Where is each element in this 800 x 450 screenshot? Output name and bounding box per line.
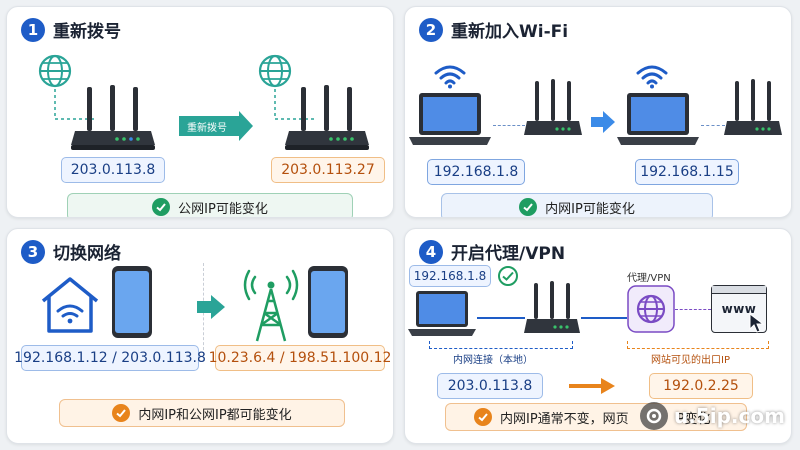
panel-title-row: 4 开启代理/VPN — [419, 239, 565, 264]
local-conn-label: 内网连接（本地） — [453, 355, 533, 366]
router-icon — [524, 79, 582, 135]
connection-line — [581, 317, 627, 319]
result-badge: 内网IP和公网IP都可能变化 — [59, 399, 345, 427]
panel-rejoin-wifi: 2 重新加入Wi-Fi — [404, 6, 792, 218]
step-number: 1 — [21, 17, 45, 42]
result-text-left: 内网IP通常不变，网页 — [500, 411, 629, 427]
laptop-icon — [617, 93, 699, 145]
step-number: 2 — [419, 17, 443, 42]
ip-after: 10.23.6.4 / 198.51.100.12 — [209, 345, 391, 371]
panel-title: 重新加入Wi-Fi — [451, 22, 569, 42]
connection-dash — [701, 125, 725, 126]
arrow-right-icon — [569, 378, 615, 394]
connection-line — [477, 317, 525, 319]
local-ip: 192.168.1.8 — [409, 265, 491, 287]
panel-title-row: 1 重新拨号 — [21, 17, 121, 42]
result-text: 内网IP和公网IP都可能变化 — [138, 407, 292, 423]
watermark-text: u.5ip.com — [674, 404, 785, 428]
check-icon — [112, 404, 131, 422]
panel-redial: 1 重新拨号 重新拨号 — [6, 6, 394, 218]
connection-dash — [675, 309, 711, 310]
router-icon — [285, 85, 369, 150]
panel-title-row: 2 重新加入Wi-Fi — [419, 17, 568, 42]
ip-after: 192.168.1.15 — [635, 159, 739, 185]
phone-icon — [112, 266, 152, 338]
redial-arrow-label: 重新拨号 — [179, 116, 239, 136]
ip-before: 203.0.113.8 — [61, 157, 165, 183]
step-number: 4 — [419, 239, 443, 264]
arrow-right-icon — [197, 295, 225, 319]
exit-ip-label: 网站可见的出口IP — [651, 355, 730, 366]
panel-switch-network: 3 切换网络 192.168.1.12 / 203.0.113.8 10.23.… — [6, 228, 394, 444]
connection-dash — [54, 89, 97, 120]
ip-before: 192.168.1.8 — [427, 159, 525, 185]
globe-icon — [258, 54, 292, 88]
panel-title-row: 3 切换网络 — [21, 239, 121, 264]
panel-title: 切换网络 — [53, 244, 121, 264]
result-badge: 内网IP通常不变，网页 P变化 — [445, 403, 747, 431]
check-icon — [519, 198, 538, 216]
result-badge: 内网IP可能变化 — [441, 193, 713, 217]
wifi-icon — [434, 65, 466, 89]
connection-dash — [493, 125, 525, 126]
result-text-right: P变化 — [676, 411, 711, 427]
check-icon — [474, 408, 492, 426]
watermark-logo-icon — [640, 402, 668, 430]
exit-bracket — [627, 341, 769, 349]
check-circle-icon — [498, 266, 518, 286]
cell-tower-icon — [243, 269, 299, 342]
panel-proxy-vpn: 4 开启代理/VPN 192.168.1.8 代理/VPN www — [404, 228, 792, 444]
laptop-icon — [409, 93, 491, 145]
router-icon — [71, 85, 155, 150]
router-icon — [724, 79, 782, 135]
connection-dash — [274, 89, 317, 120]
www-text: www — [721, 302, 757, 316]
result-badge: 公网IP可能变化 — [67, 193, 353, 217]
result-text: 内网IP可能变化 — [545, 201, 635, 217]
result-text: 公网IP可能变化 — [178, 201, 268, 217]
router-icon — [524, 281, 580, 333]
proxy-globe-icon — [627, 285, 675, 333]
check-icon — [152, 198, 171, 216]
panel-title: 开启代理/VPN — [451, 244, 566, 264]
ip-after: 203.0.113.27 — [271, 157, 385, 183]
step-number: 3 — [21, 239, 45, 264]
watermark: u.5ip.com — [640, 402, 785, 430]
wifi-icon — [636, 65, 668, 89]
arrow-right-icon — [591, 111, 615, 133]
phone-icon — [308, 266, 348, 338]
panel-title: 重新拨号 — [53, 22, 121, 42]
local-bracket — [429, 341, 573, 349]
home-wifi-icon — [41, 277, 99, 333]
arrow-right-icon — [239, 111, 253, 141]
proxy-label: 代理/VPN — [627, 273, 671, 284]
ip-after: 192.0.2.25 — [649, 373, 753, 399]
cursor-icon — [749, 313, 765, 333]
ip-before: 203.0.113.8 — [437, 373, 543, 399]
laptop-icon — [408, 291, 476, 336]
ip-before: 192.168.1.12 / 203.0.113.8 — [14, 345, 206, 371]
globe-icon — [38, 54, 72, 88]
